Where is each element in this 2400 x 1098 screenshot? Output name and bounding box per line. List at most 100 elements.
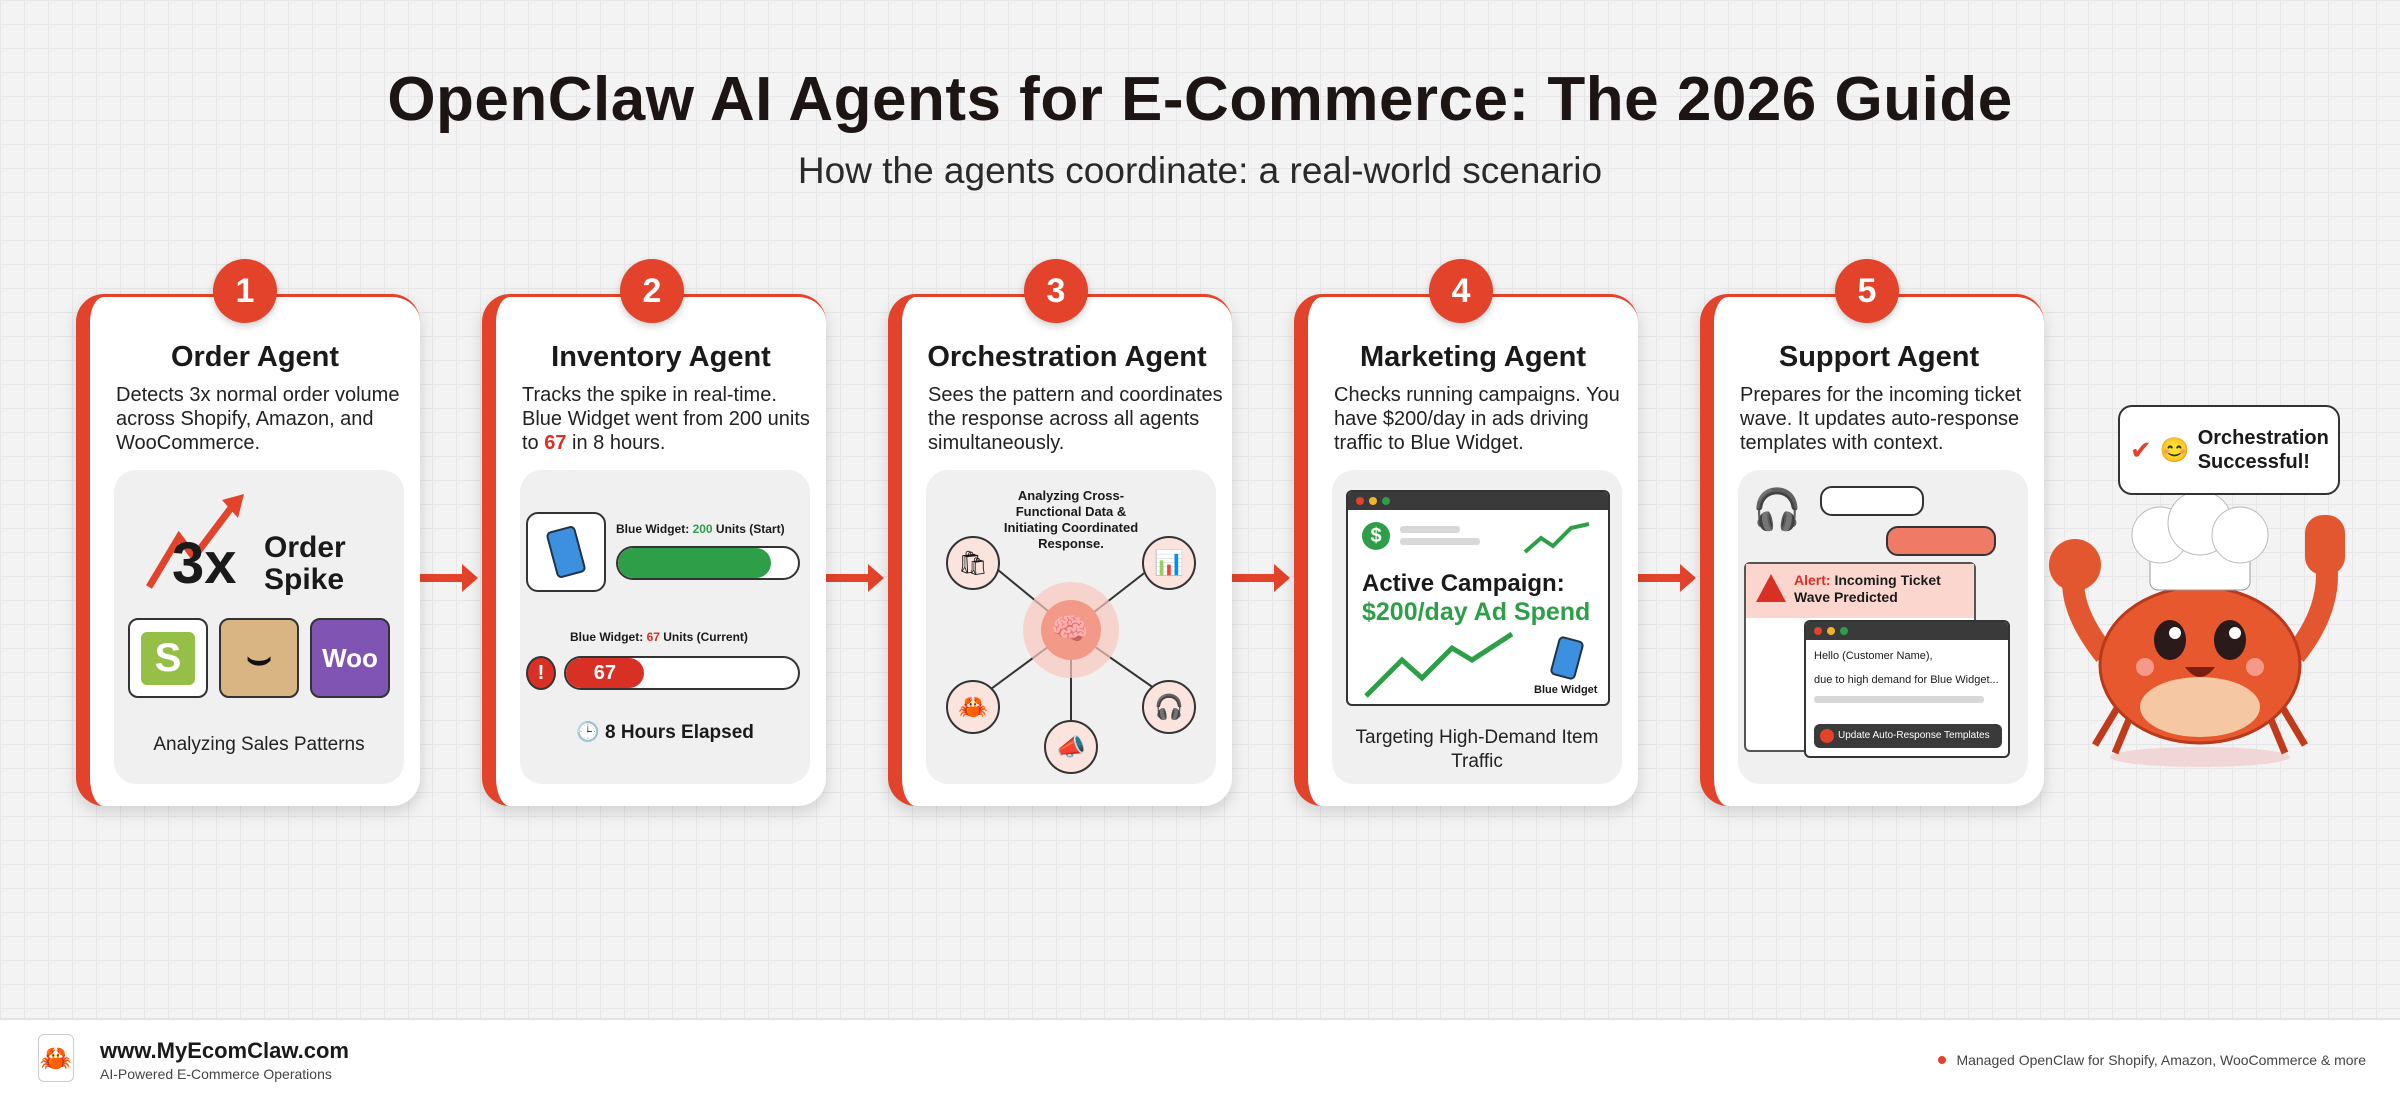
- step-number-3: 3: [1024, 259, 1088, 323]
- card-description: Sees the pattern and coordinates the res…: [928, 384, 1223, 454]
- arrow-right-icon: [1638, 564, 1696, 592]
- small-trend-icon: [1523, 522, 1590, 554]
- arrow-right-icon: [1232, 564, 1290, 592]
- connection-lines: [975, 559, 1172, 730]
- shopify-icon: 🛍: [946, 536, 1000, 590]
- card-title: Orchestration Agent: [927, 341, 1207, 373]
- myecomclaw-logo: 🦀: [38, 1034, 74, 1082]
- amazon-box-icon: ⌣: [245, 635, 273, 680]
- response-body: due to high demand for Blue Widget...: [1814, 674, 1999, 686]
- step-card-inventory-agent: Inventory Agent Tracks the spike in real…: [482, 294, 826, 806]
- window-titlebar: [1348, 492, 1608, 510]
- step-number-5: 5: [1835, 259, 1899, 323]
- button-label: Update Auto-Response Templates: [1838, 730, 1990, 741]
- campaign-label: Active Campaign:: [1362, 570, 1565, 597]
- headset-icon: 🎧: [1752, 488, 1802, 532]
- auto-response-window: Hello (Customer Name), due to high deman…: [1804, 620, 2010, 758]
- chat-bubble-icon: [1886, 526, 1996, 556]
- step-card-order-agent: Order Agent Detects 3x normal order volu…: [76, 294, 420, 806]
- alert-label: Alert:: [1794, 572, 1831, 588]
- spike-label-line: Spike: [264, 563, 345, 596]
- arrow-right-icon: [420, 564, 478, 592]
- red-dot-icon: [1938, 1056, 1947, 1064]
- crab-icon: 🦀: [946, 680, 1000, 734]
- page-title: OpenClaw AI Agents for E-Commerce: The 2…: [387, 65, 2013, 134]
- footer: 🦀 www.MyEcomClaw.com AI-Powered E-Commer…: [0, 1018, 2400, 1098]
- inventory-panel: Blue Widget: 200 Units (Start) Blue Widg…: [520, 470, 810, 784]
- card-description: Checks running campaigns. You have $200/…: [1334, 384, 1620, 454]
- dollar-icon: $: [1362, 522, 1390, 550]
- window-titlebar: [1806, 622, 2008, 640]
- amazon-logo: ⌣: [219, 618, 299, 698]
- smiley-icon: 😊: [2159, 436, 2190, 464]
- product-label: Blue Widget: [1534, 684, 1598, 696]
- card-title: Inventory Agent: [551, 341, 771, 373]
- page-subtitle: How the agents coordinate: a real-world …: [797, 150, 1603, 191]
- update-templates-button[interactable]: Update Auto-Response Templates: [1814, 724, 2002, 748]
- step-card-support-agent: Support Agent Prepares for the incoming …: [1700, 294, 2044, 806]
- shopify-logo: S: [128, 618, 208, 698]
- dashboard-icon: 📊: [1142, 536, 1196, 590]
- crab-chef-mascot: [2049, 495, 2345, 767]
- step-number-2: 2: [620, 259, 684, 323]
- card-title: Marketing Agent: [1359, 341, 1587, 373]
- start-units-fill: [618, 548, 771, 578]
- response-greeting: Hello (Customer Name),: [1814, 650, 1933, 662]
- trend-up-arrow-icon: [145, 494, 244, 589]
- card-description: Prepares for the incoming ticket wave. I…: [1740, 384, 2022, 454]
- label-text: Blue Widget:: [616, 522, 693, 536]
- device-icon: [545, 524, 587, 580]
- megaphone-icon: 📣: [1044, 720, 1098, 774]
- label-text: Units (Start): [712, 522, 785, 536]
- arrow-right-icon: [826, 564, 884, 592]
- warning-icon: [1756, 574, 1786, 602]
- marketing-panel: $ Active Campaign: $200/day Ad Spend Blu…: [1332, 470, 1622, 784]
- clock-icon: 🕒: [576, 722, 606, 743]
- card-title: Order Agent: [170, 341, 340, 373]
- start-value: 200: [692, 522, 713, 536]
- step-number-4: 4: [1429, 259, 1493, 323]
- campaign-value: $200/day Ad Spend: [1362, 598, 1591, 626]
- label-text: Units (Current): [659, 630, 748, 644]
- start-units-label: Blue Widget: 200 Units (Start): [616, 522, 785, 536]
- alert-icon: !: [526, 656, 556, 690]
- current-units-fill: 67: [566, 658, 644, 688]
- label-text: Blue Widget:: [570, 630, 647, 644]
- start-units-bar: [616, 546, 800, 580]
- current-value: 67: [646, 630, 660, 644]
- panel-caption: Analyzing Cross-Functional Data & Initia…: [1003, 488, 1139, 551]
- step-number-1: 1: [213, 259, 277, 323]
- step-card-orchestration-agent: Orchestration Agent Sees the pattern and…: [888, 294, 1232, 806]
- footer-note-text: Managed OpenClaw for Shopify, Amazon, Wo…: [1956, 1052, 2366, 1068]
- checkmark-icon: ✔: [2130, 434, 2152, 465]
- support-panel: 🎧 Alert: Incoming Ticket Wave Predicted …: [1738, 470, 2028, 784]
- bubble-text: Orchestration Successful!: [2197, 427, 2329, 473]
- check-icon: [1820, 729, 1834, 743]
- elapsed-time: 🕒 8 Hours Elapsed: [520, 720, 810, 744]
- shopify-bag-icon: S: [140, 631, 196, 685]
- success-speech-bubble: ✔ 😊 Orchestration Successful!: [2118, 405, 2340, 495]
- woocommerce-logo: Woo: [310, 618, 390, 698]
- desc-text: in 8 hours.: [566, 432, 666, 454]
- headset-icon: 🎧: [1142, 680, 1196, 734]
- card-description: Detects 3x normal order volume across Sh…: [116, 384, 400, 454]
- alert-text: Incoming Ticket Wave Predicted: [1794, 572, 1941, 605]
- growth-chart-icon: [1364, 631, 1514, 698]
- woocommerce-icon: Woo: [322, 642, 378, 673]
- panel-caption: Analyzing Sales Patterns: [153, 734, 365, 755]
- current-units-label: Blue Widget: 67 Units (Current): [570, 630, 748, 644]
- blue-widget-icon: [1549, 635, 1585, 681]
- campaign-window: $ Active Campaign: $200/day Ad Spend Blu…: [1346, 490, 1610, 706]
- chat-bubble-icon: [1820, 486, 1924, 516]
- footer-note: Managed OpenClaw for Shopify, Amazon, Wo…: [1938, 1052, 2366, 1068]
- orchestration-panel: Analyzing Cross-Functional Data & Initia…: [926, 470, 1216, 784]
- blue-widget-image: [526, 512, 606, 592]
- card-description: Tracks the spike in real-time. Blue Widg…: [522, 383, 822, 455]
- elapsed-text: 8 Hours Elapsed: [605, 722, 754, 743]
- footer-site-link[interactable]: www.MyEcomClaw.com: [100, 1038, 349, 1063]
- spike-multiplier: 3x: [172, 531, 237, 596]
- desc-text: Tracks the spike in real-time. Blue Widg…: [522, 384, 810, 454]
- spike-label-line: Order: [264, 531, 346, 564]
- card-title: Support Agent: [1778, 341, 1980, 373]
